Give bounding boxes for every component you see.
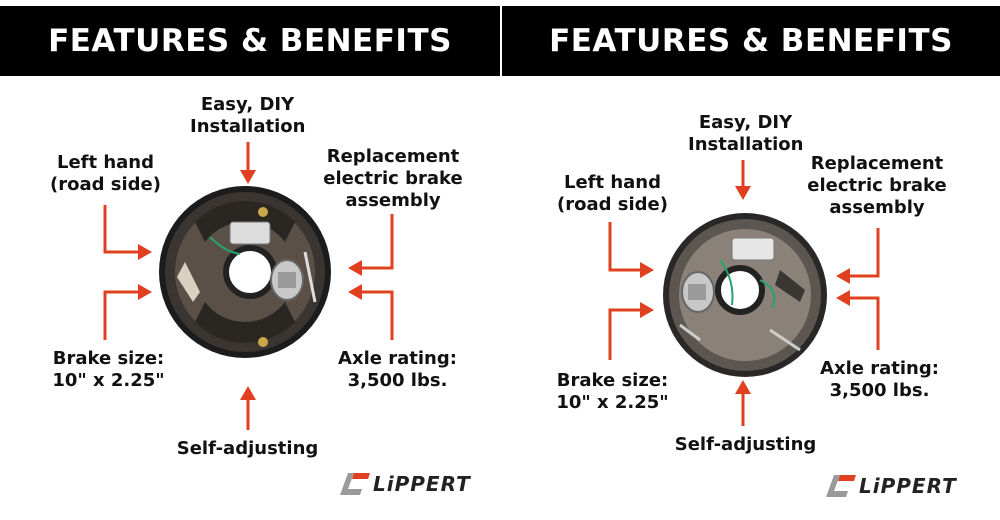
brake-assembly-image <box>159 186 331 358</box>
label-replacement: Replacement electric brake assembly <box>323 146 463 211</box>
panel-right: FEATURES & BENEFITS Easy, DIY Installati… <box>500 0 1000 520</box>
label-self-adjusting: Self-adjusting <box>674 434 817 455</box>
logo-wordmark: LiPPERT <box>859 474 957 498</box>
banner-title: FEATURES & BENEFITS <box>0 6 500 76</box>
lippert-logo-icon <box>340 473 370 495</box>
banner-title: FEATURES & BENEFITS <box>502 6 1000 76</box>
label-brake-size: Brake size: 10" x 2.25" <box>52 348 165 391</box>
label-easy-install: Easy, DIY Installation <box>688 112 804 155</box>
lippert-logo: LiPPERT <box>340 472 471 496</box>
panel-left: FEATURES & BENEFITS Easy, DIY Installati… <box>0 6 500 496</box>
label-left-hand: Left hand (road side) <box>557 172 668 215</box>
label-left-hand: Left hand (road side) <box>50 152 161 195</box>
brake-assembly-image <box>663 213 827 377</box>
label-easy-install: Easy, DIY Installation <box>190 94 306 137</box>
lippert-logo-icon <box>826 475 856 497</box>
lippert-logo: LiPPERT <box>826 474 957 498</box>
label-replacement: Replacement electric brake assembly <box>807 153 947 218</box>
label-brake-size: Brake size: 10" x 2.25" <box>556 370 669 413</box>
label-axle-rating: Axle rating: 3,500 lbs. <box>338 348 457 391</box>
label-self-adjusting: Self-adjusting <box>176 438 319 459</box>
logo-wordmark: LiPPERT <box>373 472 471 496</box>
label-axle-rating: Axle rating: 3,500 lbs. <box>820 358 939 401</box>
